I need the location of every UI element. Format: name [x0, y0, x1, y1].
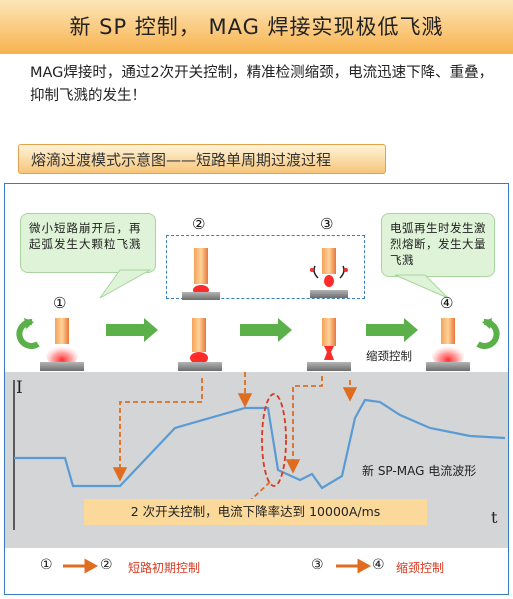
highlight-box [166, 235, 365, 299]
weld-4 [426, 318, 470, 371]
step-2-label: ② [192, 215, 206, 233]
weld-2 [178, 318, 222, 371]
weld-3 [307, 318, 351, 371]
small-weld-2 [182, 248, 220, 300]
note-left: 微小短路崩开后，再起弧发生大颗粒飞溅 [20, 213, 156, 273]
flow-arrows [106, 318, 418, 342]
x-axis-label: t [491, 508, 498, 527]
legend-1-from: ① [40, 557, 53, 573]
legend-1-text: 短路初期控制 [128, 561, 201, 575]
legend-arrow-1 [63, 558, 99, 574]
flow-arrow-2 [240, 318, 292, 342]
weld-1 [40, 318, 84, 371]
small-weld-3 [310, 248, 348, 298]
neck-control-label: 缩颈控制 [366, 349, 412, 363]
legend-1-to: ② [100, 557, 113, 573]
step-4-label: ④ [440, 294, 454, 312]
note-left-pointer [99, 269, 152, 299]
step-3-label: ③ [320, 215, 334, 233]
current-waveform [14, 398, 506, 490]
legend-2-to: ④ [372, 557, 385, 573]
rapid-drop-highlight [261, 393, 287, 487]
switch-control-banner: 2 次开关控制，电流下降率达到 10000A/ms [84, 499, 427, 525]
legend-2-text: 缩颈控制 [396, 561, 445, 575]
intro-text: MAG焊接时，通过2次开关控制，精准检测缩颈，电流迅速下降、重叠，抑制飞溅的发生… [30, 65, 494, 104]
section-heading: 熔滴过渡模式示意图——短路单周期过渡过程 [18, 144, 386, 174]
page-title: 新 SP 控制， MAG 焊接实现极低飞溅 [69, 15, 444, 39]
title-bar [0, 0, 513, 54]
legend-arrow-2 [336, 558, 372, 574]
waveform-label: 新 SP-MAG 电流波形 [362, 464, 477, 478]
y-axis-label: I [16, 378, 23, 398]
flow-arrow-1 [106, 318, 158, 342]
note-right-pointer [394, 274, 449, 299]
note-right: 电弧再生时发生激烈熔断，发生大量飞溅 [381, 213, 495, 277]
legend-2-from: ③ [311, 557, 324, 573]
flow-arrow-3 [366, 318, 418, 342]
step-1-label: ① [53, 294, 67, 312]
